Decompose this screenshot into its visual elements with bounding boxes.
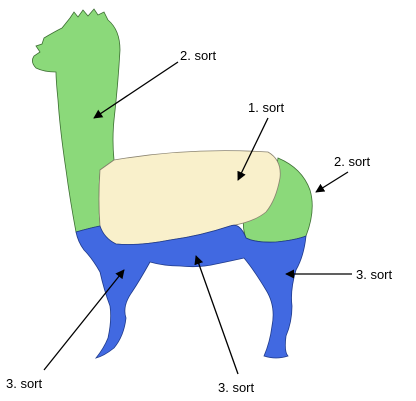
label-front-leg: 3. sort (6, 376, 43, 391)
label-back: 1. sort (248, 100, 285, 115)
label-belly: 3. sort (218, 380, 255, 395)
arrow-belly (196, 256, 238, 374)
arrow-rump (316, 172, 348, 192)
label-head-neck: 2. sort (180, 48, 217, 63)
region-legs-belly-grade-3 (76, 225, 306, 358)
label-rump: 2. sort (334, 154, 371, 169)
label-hind-leg: 3. sort (356, 267, 393, 282)
